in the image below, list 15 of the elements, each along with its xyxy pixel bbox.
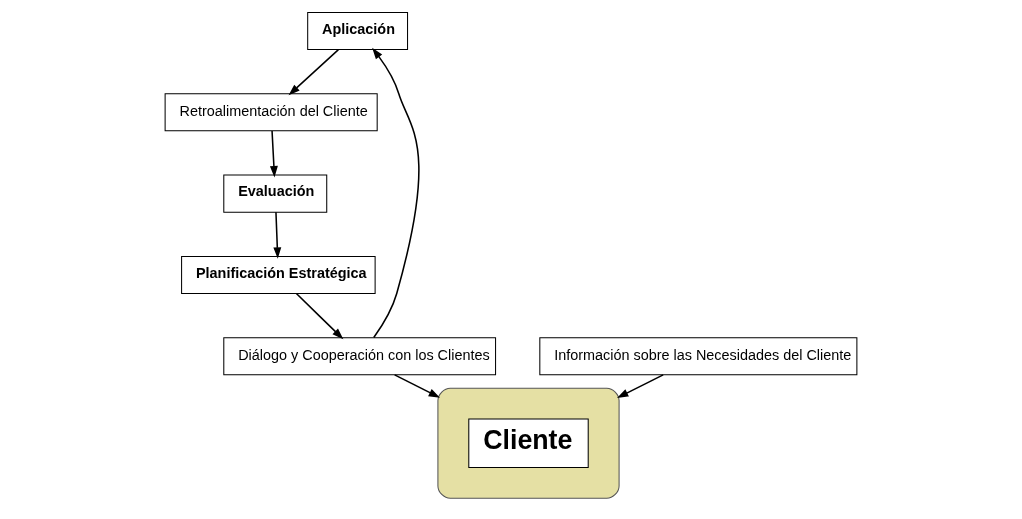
node-box: Evaluación xyxy=(223,174,328,213)
cluster xyxy=(437,387,620,499)
arrow xyxy=(617,374,664,398)
arrow xyxy=(273,211,282,259)
arrow xyxy=(269,130,278,178)
node-box: Información sobre las Necesidades del Cliente xyxy=(539,337,858,376)
arrow xyxy=(295,292,344,340)
node-box: Retroalimentación del Cliente xyxy=(164,93,378,132)
node-box: Diálogo y Cooperación con los Clientes xyxy=(223,337,497,376)
node-box: Cliente xyxy=(468,418,589,468)
node-box: Planificación Estratégica xyxy=(181,255,376,294)
node-box: Aplicación xyxy=(307,11,409,50)
arrow xyxy=(393,374,440,398)
arrow xyxy=(288,48,340,96)
arrow xyxy=(372,47,420,339)
